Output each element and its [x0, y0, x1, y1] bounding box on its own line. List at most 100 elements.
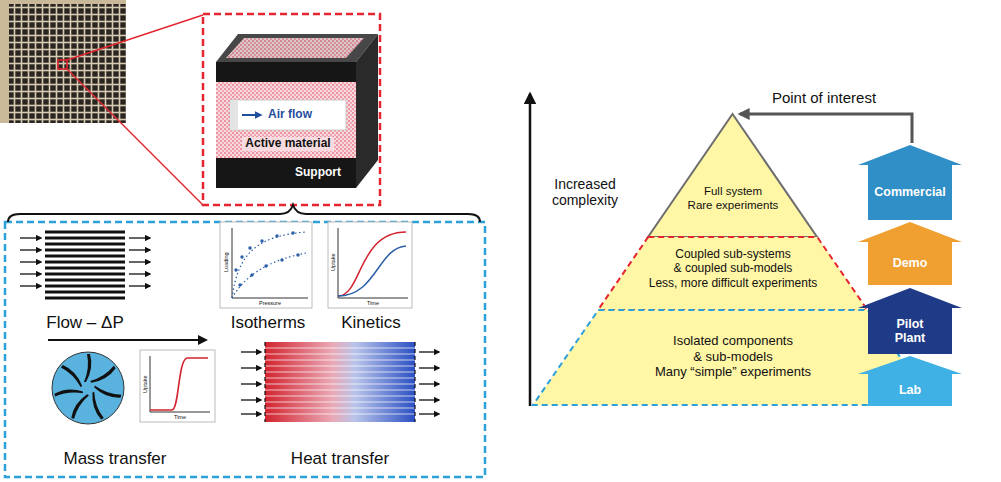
- heat-figure: [265, 348, 415, 414]
- arrow-shape: [858, 222, 962, 285]
- kinetics-chart: [328, 222, 412, 308]
- isotherm-chart: [250, 273, 253, 276]
- text-holder: Less, more difficult experiments: [649, 276, 818, 290]
- heat-figure: [265, 348, 415, 349]
- pellet-figure: [70, 392, 89, 420]
- flow-channels: [45, 266, 125, 269]
- arrow-shape: [858, 356, 962, 406]
- pellet-figure: [84, 354, 91, 382]
- axis-label: Time: [367, 300, 379, 306]
- text-holder: Rare experiments: [688, 199, 779, 213]
- label-holder: Support: [295, 166, 341, 180]
- flow-channels: [20, 273, 41, 274]
- label-holder: Time: [174, 414, 186, 420]
- isotherm-chart: [232, 298, 308, 299]
- pellet-figure: [150, 356, 151, 412]
- tier-text: Less, more difficult experiments: [649, 276, 818, 290]
- interest-pointer: [740, 114, 912, 143]
- isotherm-chart: [232, 232, 306, 298]
- isotherm-chart: [220, 222, 312, 308]
- axis-label: Pressure: [259, 300, 281, 306]
- pellet-figure: [90, 363, 116, 386]
- isotherm-chart: [234, 231, 299, 286]
- isotherm-chart: [280, 258, 283, 261]
- panel-caption: Heat transfer: [291, 449, 389, 469]
- isotherm-chart: [238, 283, 241, 286]
- block-arrow: [858, 222, 962, 285]
- isotherm-chart: [248, 246, 251, 249]
- pellet-figure: [54, 386, 83, 399]
- flow-channels: [20, 238, 150, 286]
- text-holder: Lab: [899, 383, 921, 397]
- tier-outline: [648, 114, 817, 237]
- scale-arrow: Pilot Plant: [858, 288, 962, 354]
- label-holder: Isotherms: [231, 313, 306, 333]
- heat-figure: [265, 366, 415, 367]
- flow-channels: [45, 284, 125, 287]
- label-holder: Kinetics: [341, 313, 401, 333]
- channel-section: [226, 38, 364, 58]
- axis-label: Time: [174, 414, 186, 420]
- heat-figure: [419, 383, 439, 384]
- heat-figure: [265, 402, 415, 403]
- label-holder: Air flow: [268, 108, 312, 122]
- label-holder: Pressure: [259, 300, 281, 306]
- zoom-lines: [67, 15, 203, 60]
- heat-figure: [419, 367, 439, 368]
- label-holder: Uptake: [324, 259, 341, 265]
- part-label: Active material: [242, 137, 333, 151]
- arrow-text: Pilot Plant: [883, 317, 937, 346]
- text-holder: Coupled sub-systems & coupled sub-models: [671, 247, 795, 276]
- flow-channels: [45, 272, 125, 275]
- pellet-figure: [59, 364, 85, 387]
- heat-figure: [264, 342, 265, 422]
- pyramid-tier: Full systemRare experiments: [648, 114, 817, 237]
- complexity-axis: [529, 94, 532, 406]
- kinetics-chart: [338, 298, 408, 299]
- pellet-figure: [150, 412, 210, 413]
- channel-section: [216, 82, 356, 158]
- heat-figure: [241, 367, 261, 368]
- heat-figure: [241, 383, 261, 384]
- flow-channels: [129, 285, 150, 286]
- monolith-photo: [0, 0, 126, 123]
- heat-figure: [419, 351, 439, 352]
- flow-channels: [45, 278, 125, 281]
- panel-caption: Isotherms: [231, 313, 306, 333]
- heat-figure: [241, 413, 261, 414]
- heat-figure: [241, 352, 439, 414]
- heat-figure: [241, 399, 261, 400]
- flow-channels: [129, 273, 150, 274]
- kinetics-chart: [328, 222, 412, 308]
- zoom-lines: [67, 69, 203, 205]
- heat-figure: [265, 372, 415, 373]
- tier-text: Rare experiments: [688, 199, 779, 213]
- flow-channels: [129, 237, 150, 238]
- kinetics-chart: [338, 228, 339, 298]
- channel-section: [230, 100, 346, 130]
- label-holder: Uptake: [136, 381, 153, 387]
- pellet-figure: [93, 385, 122, 398]
- block-arrow: [858, 356, 962, 406]
- heat-figure: [265, 390, 415, 391]
- flow-channels: [45, 254, 125, 257]
- block-arrow: [858, 288, 962, 354]
- channel-section: [230, 100, 238, 130]
- panel-caption: Mass transfer: [64, 449, 167, 469]
- heat-figure: [265, 396, 415, 397]
- channel-section: [216, 34, 378, 62]
- arrow-text: Demo: [893, 256, 928, 270]
- pointer-label: Point of interest: [772, 89, 876, 106]
- label-holder: Increased complexity: [535, 176, 635, 208]
- flow-channels: [45, 248, 125, 251]
- text-holder: Pilot Plant: [883, 317, 937, 346]
- pellet-figure: [150, 358, 208, 410]
- flow-channels: [20, 232, 150, 298]
- text-holder: Commercial: [874, 185, 946, 199]
- isotherm-chart: [275, 234, 278, 237]
- channel-section: [356, 34, 378, 188]
- axis-label: Uptake: [142, 375, 148, 392]
- monolith-photo: [58, 60, 67, 69]
- label-holder: Loading: [216, 259, 236, 265]
- flow-channels: [20, 237, 41, 238]
